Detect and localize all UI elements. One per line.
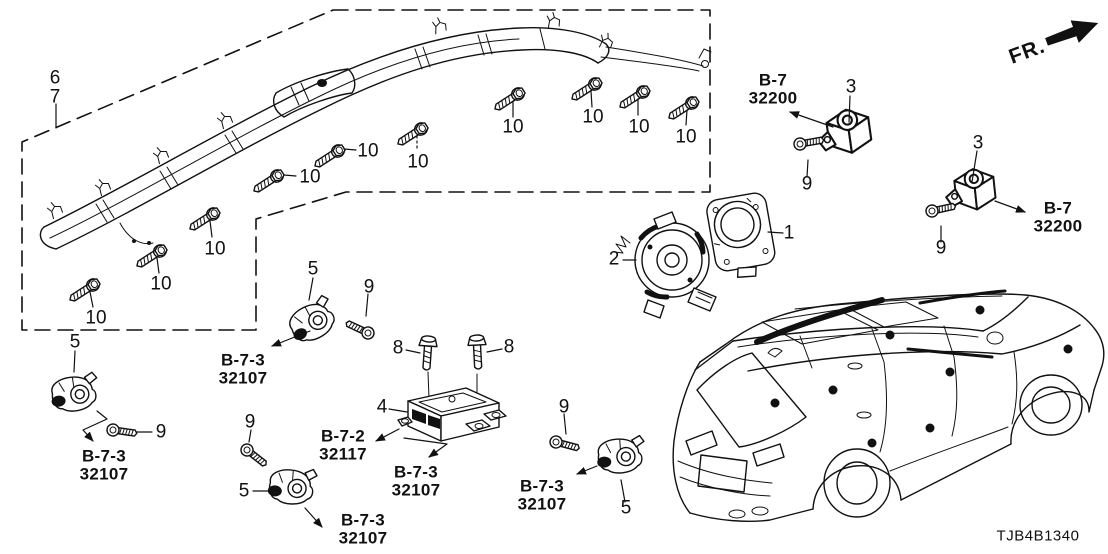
ref-line: B-7-3 bbox=[519, 476, 564, 496]
ref-line: 32107 bbox=[79, 464, 129, 483]
callout-4[interactable]: 4 bbox=[376, 396, 388, 418]
ref-line: 32107 bbox=[391, 480, 441, 499]
reference-arrows bbox=[82, 111, 1026, 528]
callout-10[interactable]: 10 bbox=[502, 116, 524, 138]
part-5-sensor-drawing-a[interactable] bbox=[47, 371, 102, 415]
callout-10[interactable]: 10 bbox=[675, 126, 697, 148]
dashed-boundary bbox=[21, 9, 711, 331]
ref-line: B-7 bbox=[758, 70, 788, 90]
callout-2[interactable]: 2 bbox=[608, 248, 620, 270]
bolt-10-drawings[interactable] bbox=[65, 74, 702, 306]
ref-line: B-7-3 bbox=[393, 462, 438, 482]
ref-line: 32200 bbox=[1033, 216, 1083, 235]
part-4-srs-unit-drawing[interactable] bbox=[397, 371, 507, 442]
callout-5[interactable]: 5 bbox=[238, 480, 250, 502]
callout-9[interactable]: 9 bbox=[155, 421, 167, 443]
callout-9[interactable]: 9 bbox=[801, 173, 813, 195]
fr-direction-icon: FR. bbox=[1006, 20, 1099, 69]
callout-3[interactable]: 3 bbox=[972, 132, 984, 154]
callout-5[interactable]: 5 bbox=[620, 497, 632, 519]
callout-5[interactable]: 5 bbox=[69, 331, 81, 353]
diagram-code: TJB4B1340 bbox=[996, 527, 1080, 545]
callout-9[interactable]: 9 bbox=[558, 396, 570, 418]
callout-10[interactable]: 10 bbox=[204, 238, 226, 260]
callout-9[interactable]: 9 bbox=[935, 237, 947, 259]
callout-8[interactable]: 8 bbox=[503, 336, 515, 358]
part-5-sensor-drawing-c[interactable] bbox=[266, 465, 319, 507]
callout-3[interactable]: 3 bbox=[845, 76, 857, 98]
ref-b7-2-32117[interactable]: B-7-2 32117 bbox=[319, 426, 367, 463]
callout-8[interactable]: 8 bbox=[392, 337, 404, 359]
ref-b7-3-32107-a[interactable]: B-7-3 32107 bbox=[79, 446, 129, 483]
callout-10[interactable]: 10 bbox=[582, 106, 604, 128]
ref-line: B-7-3 bbox=[81, 446, 126, 466]
part-5-sensor-drawing-d[interactable] bbox=[594, 434, 647, 476]
ref-line: 32117 bbox=[319, 444, 367, 463]
callout-5[interactable]: 5 bbox=[307, 258, 319, 280]
callout-9[interactable]: 9 bbox=[363, 276, 375, 298]
part-2-reel-drawing[interactable] bbox=[613, 211, 717, 319]
ref-line: B-7-2 bbox=[320, 426, 365, 446]
callout-7[interactable]: 7 bbox=[49, 86, 61, 108]
part-5-sensor-drawing-b[interactable] bbox=[282, 293, 343, 349]
sensor-location-dots bbox=[770, 305, 1073, 448]
callout-9[interactable]: 9 bbox=[244, 411, 256, 433]
ref-b7-3-32107-e[interactable]: B-7-3 32107 bbox=[517, 476, 567, 513]
callout-10[interactable]: 10 bbox=[628, 116, 650, 138]
ref-b7-3-32107-c[interactable]: B-7-3 32107 bbox=[391, 462, 441, 499]
bolt-8-drawings[interactable] bbox=[416, 333, 488, 372]
ref-line: B-7 bbox=[1043, 198, 1073, 218]
car-location-drawing bbox=[672, 289, 1105, 523]
callout-10[interactable]: 10 bbox=[357, 140, 379, 162]
ref-line: 32200 bbox=[748, 88, 798, 107]
ref-b7-32200-a[interactable]: B-7 32200 bbox=[748, 70, 798, 107]
ref-b7-32200-b[interactable]: B-7 32200 bbox=[1033, 198, 1083, 235]
bolt-9-drawings[interactable] bbox=[105, 133, 958, 471]
ref-line: B-7-3 bbox=[340, 510, 385, 530]
ref-line: 32107 bbox=[517, 494, 567, 513]
part-1-ring-sensor-drawing[interactable] bbox=[705, 191, 778, 282]
part-3-sensor-drawing-a[interactable] bbox=[813, 105, 874, 159]
callout-10[interactable]: 10 bbox=[299, 166, 321, 188]
callout-10[interactable]: 10 bbox=[150, 273, 172, 295]
ref-b7-3-32107-d[interactable]: B-7-3 32107 bbox=[338, 510, 388, 547]
ref-line: 32107 bbox=[338, 528, 388, 547]
leader-lines bbox=[55, 90, 978, 503]
callout-1[interactable]: 1 bbox=[783, 222, 795, 244]
callout-10[interactable]: 10 bbox=[407, 151, 429, 173]
ref-line: B-7-3 bbox=[220, 350, 265, 370]
ref-line: 32107 bbox=[218, 368, 268, 387]
callout-10[interactable]: 10 bbox=[85, 307, 107, 329]
fr-label: FR. bbox=[1006, 34, 1048, 68]
part-6-7-curtain-airbag-drawing[interactable] bbox=[39, 11, 712, 250]
ref-b7-3-32107-b[interactable]: B-7-3 32107 bbox=[218, 350, 268, 387]
callout-6[interactable]: 6 bbox=[49, 67, 61, 89]
